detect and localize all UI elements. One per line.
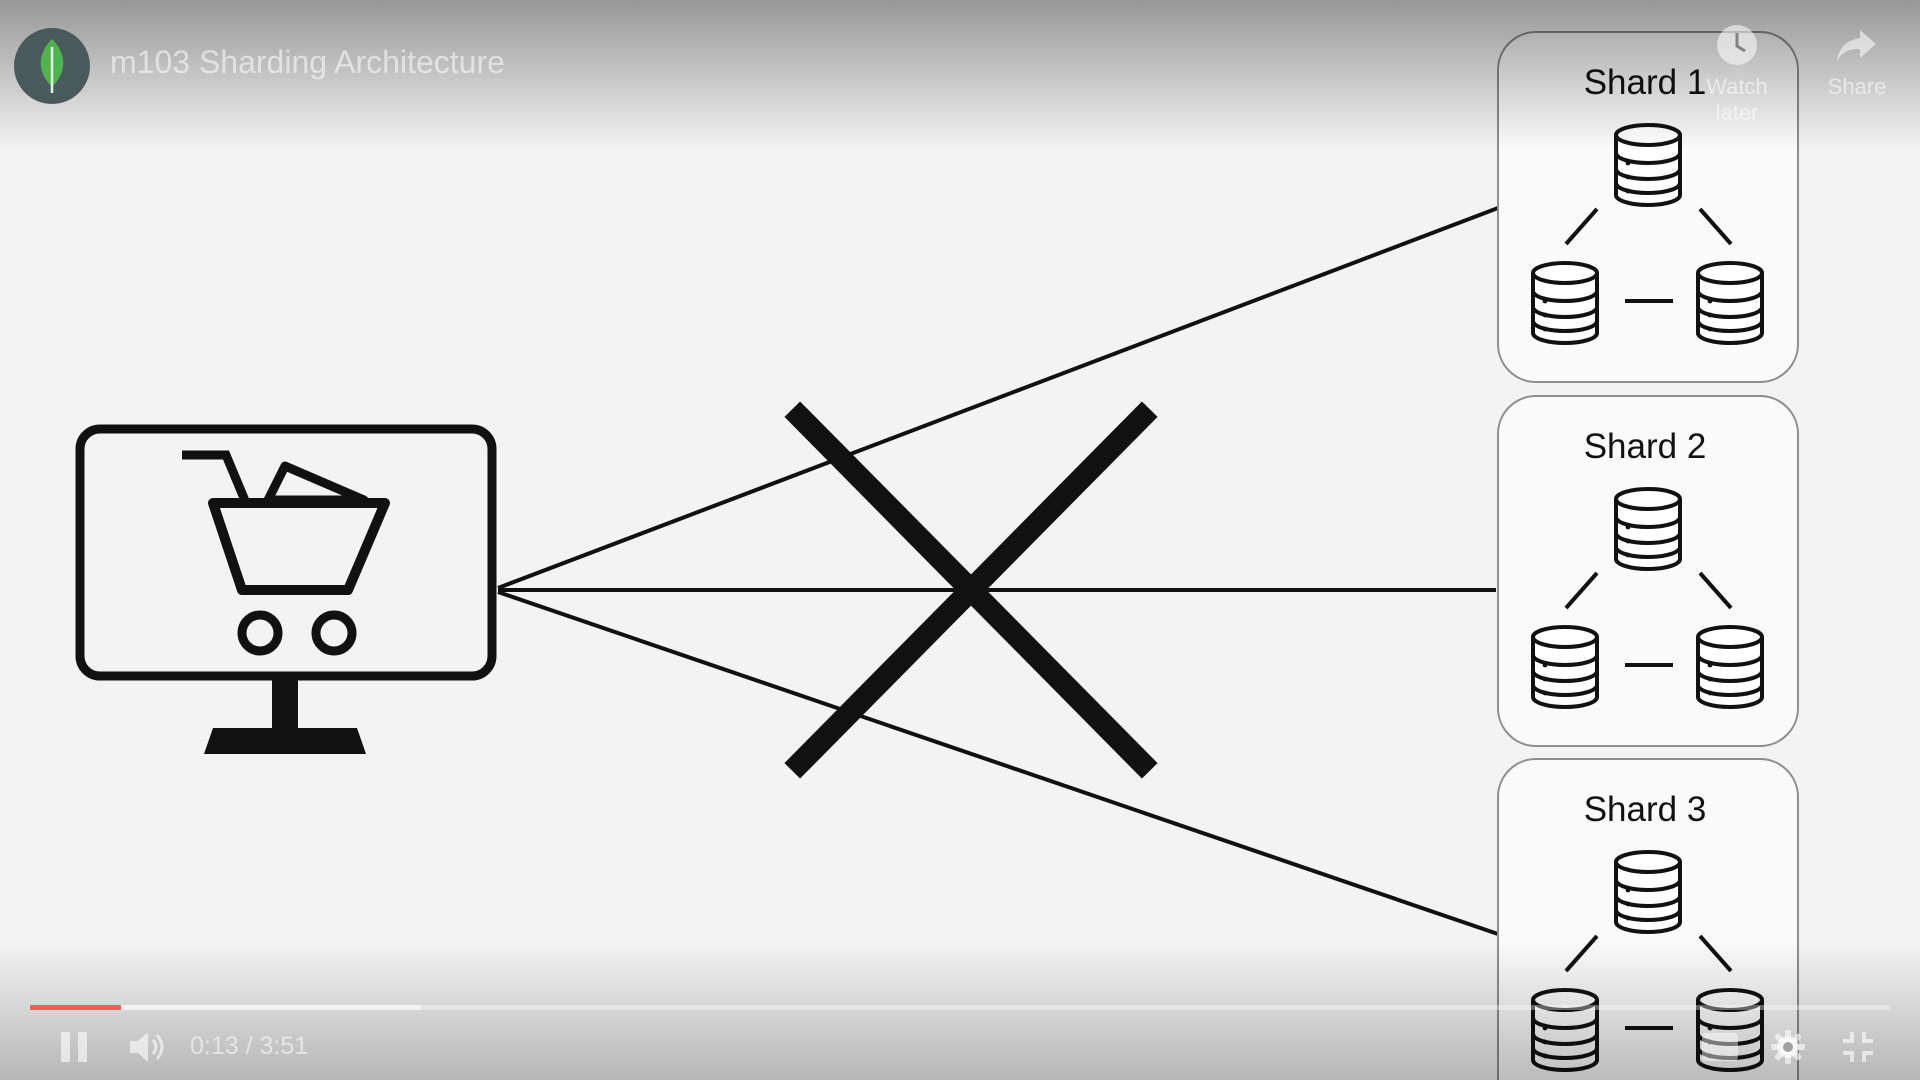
pause-icon xyxy=(61,1032,87,1062)
monitor-screen xyxy=(75,424,497,681)
shard-1-title: Shard 1 xyxy=(1584,63,1707,102)
database-icon xyxy=(1696,625,1764,709)
hd-badge-icon xyxy=(1702,1033,1738,1061)
channel-avatar[interactable] xyxy=(14,28,90,104)
watch-later-button[interactable]: Watch later xyxy=(1682,22,1792,126)
database-icon xyxy=(1614,123,1682,207)
watch-later-label: Watch later xyxy=(1706,74,1768,125)
x-mark-icon xyxy=(784,401,1158,779)
share-arrow-icon xyxy=(1802,22,1912,74)
database-icon xyxy=(1531,625,1599,709)
line-to-shard-3 xyxy=(497,590,1499,936)
cart-handle xyxy=(182,450,251,505)
progress-bar[interactable] xyxy=(30,1005,1890,1010)
time-display: 0:13 / 3:51 xyxy=(190,1032,308,1061)
shard-1-card: Shard 1 xyxy=(1497,31,1799,383)
shard-2-title: Shard 2 xyxy=(1584,427,1707,466)
volume-icon xyxy=(130,1032,164,1062)
pause-button[interactable] xyxy=(54,1025,94,1069)
exit-fullscreen-icon xyxy=(1843,1032,1873,1062)
volume-button[interactable] xyxy=(124,1025,174,1069)
cart-basket xyxy=(208,498,390,595)
time-total: 3:51 xyxy=(259,1032,309,1060)
cart-wheel-right xyxy=(311,610,357,656)
shard-2-card: Shard 2 xyxy=(1497,395,1799,747)
time-current: 0:13 xyxy=(190,1032,239,1060)
line-to-shard-1 xyxy=(497,206,1499,590)
clock-icon xyxy=(1682,22,1792,74)
monitor-neck xyxy=(272,678,298,734)
progress-played xyxy=(30,1005,122,1010)
database-icon xyxy=(1614,850,1682,934)
video-title[interactable]: m103 Sharding Architecture xyxy=(110,44,505,80)
time-separator: / xyxy=(238,1032,260,1060)
connection-lines xyxy=(497,206,1499,936)
shard-3-title: Shard 3 xyxy=(1584,790,1707,829)
settings-button[interactable] xyxy=(1766,1025,1810,1069)
database-icon xyxy=(1696,261,1764,345)
shard-3-card: Shard 3 xyxy=(1497,758,1799,1080)
share-button[interactable]: Share xyxy=(1802,22,1912,100)
progress-buffered xyxy=(30,1005,421,1010)
hd-quality-button[interactable] xyxy=(1698,1025,1742,1069)
database-icon xyxy=(1531,988,1599,1072)
cart-items xyxy=(263,461,369,505)
share-label: Share xyxy=(1827,74,1887,99)
monitor-base xyxy=(204,728,366,754)
shopping-cart-monitor-icon xyxy=(75,424,497,754)
database-icon xyxy=(1531,261,1599,345)
cart-wheel-left xyxy=(237,610,283,656)
exit-fullscreen-button[interactable] xyxy=(1836,1025,1880,1069)
leaf-icon xyxy=(40,39,64,93)
database-icon xyxy=(1614,487,1682,571)
gear-icon xyxy=(1771,1030,1805,1064)
